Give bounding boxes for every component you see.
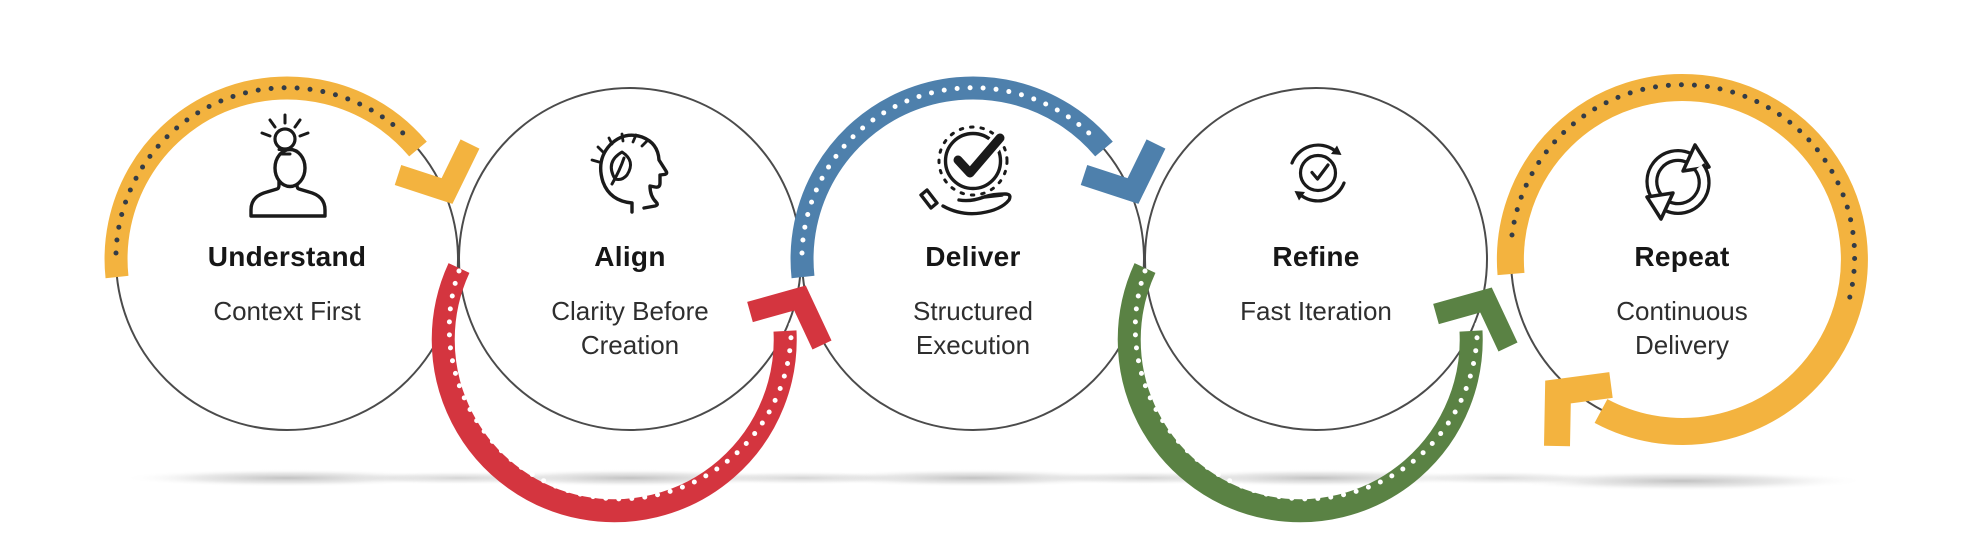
circle-refine bbox=[1144, 87, 1488, 431]
step-subtitle: Fast Iteration bbox=[1240, 296, 1392, 326]
step-align: Align Clarity Before Creation bbox=[515, 242, 745, 362]
step-deliver: Deliver Structured Execution bbox=[858, 242, 1088, 362]
step-subtitle: Structured Execution bbox=[913, 296, 1033, 360]
step-subtitle: Context First bbox=[213, 296, 361, 326]
step-title: Repeat bbox=[1634, 241, 1730, 272]
step-title: Refine bbox=[1272, 241, 1360, 272]
person-lightbulb-icon bbox=[249, 113, 327, 218]
step-subtitle: Clarity Before Creation bbox=[551, 296, 709, 360]
sync-arrows-icon bbox=[1647, 143, 1711, 219]
arc-deliver bbox=[790, 76, 1166, 279]
hand-check-icon bbox=[919, 125, 1012, 216]
step-refine: Refine Fast Iteration bbox=[1201, 242, 1431, 328]
cycle-check-icon bbox=[1290, 143, 1346, 203]
arc-arrowhead bbox=[394, 139, 480, 204]
arc-arrowhead bbox=[1433, 287, 1518, 352]
step-repeat: Repeat Continuous Delivery bbox=[1567, 242, 1797, 362]
arc-arrowhead bbox=[1544, 372, 1613, 447]
arc-band bbox=[1496, 74, 1868, 445]
step-title: Align bbox=[594, 241, 666, 272]
step-title: Deliver bbox=[925, 241, 1021, 272]
arc-understand bbox=[104, 76, 480, 279]
arc-align bbox=[431, 263, 832, 523]
ground-shadows bbox=[122, 469, 1867, 491]
arc-dots bbox=[113, 85, 411, 256]
arc-arrowhead bbox=[1080, 139, 1166, 204]
step-title: Understand bbox=[207, 241, 367, 272]
arc-dots bbox=[1509, 82, 1858, 307]
step-understand: Understand Context First bbox=[172, 242, 402, 328]
arc-repeat bbox=[1496, 74, 1868, 447]
mindful-head-icon bbox=[590, 132, 669, 214]
arc-arrowhead bbox=[747, 285, 832, 350]
arc-refine bbox=[1117, 263, 1518, 523]
arc-dots bbox=[799, 85, 1097, 256]
step-subtitle: Continuous Delivery bbox=[1616, 296, 1748, 360]
